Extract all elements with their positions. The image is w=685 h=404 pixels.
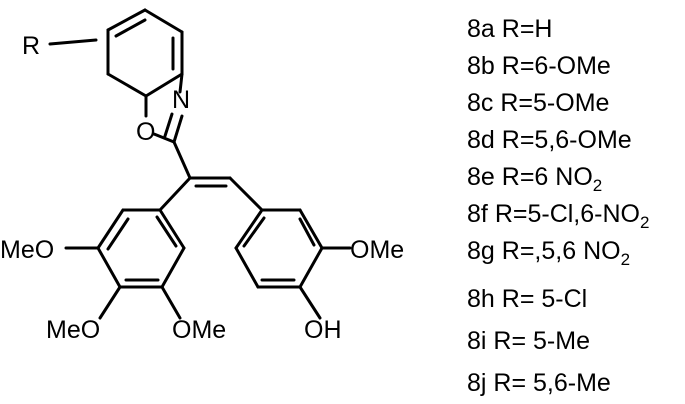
bond [298,217,316,247]
bond [155,215,178,248]
compound-entry: 8d R=5,6-OMe [467,126,632,154]
bond [163,112,174,138]
bond [96,208,125,250]
bond [298,208,324,250]
bond [106,72,148,98]
bond [96,246,122,289]
methoxy-right-label: OMe [350,236,404,264]
compound-legend: 8a R=H 8b R=6-OMe 8c R=5-OMe 8d R=5,6-OM… [467,15,649,397]
bond [48,38,98,46]
bond [228,176,264,212]
compound-entry: 8g R=,5,6 NO2 [467,237,630,269]
compound-entry: 8a R=H [467,15,552,43]
bond [158,208,186,250]
bond [106,8,147,32]
bond [242,216,266,248]
bond [298,246,324,289]
bond [172,114,184,144]
bond [160,285,182,320]
oxygen-label: O [136,118,155,146]
hydroxyl-label: OH [304,316,342,344]
bond [298,285,322,320]
bond [234,246,260,289]
bond [144,72,184,98]
bond [114,18,147,38]
bond [98,285,122,320]
bond [160,246,186,289]
compound-entry: 8j R= 5,6-Me [467,369,611,397]
substituent-r-label: R [22,32,40,60]
compound-entry: 8e R=6 NO2 [467,163,602,195]
compound-entry: 8i R= 5-Me [467,327,590,355]
methoxy-left-label: MeO [0,236,54,264]
atom-labels: R N O MeO MeO OMe OMe OH [0,32,404,344]
compound-entry: 8h R= 5-Cl [467,285,587,313]
methoxy-bottom-left-label: MeO [46,316,100,344]
nitrogen-label: N [172,86,190,114]
bond [172,140,192,180]
compound-entry: 8f R=5-Cl,6-NO2 [467,200,649,232]
methoxy-bottom-mid-label: OMe [172,316,226,344]
bond [152,132,176,144]
bond [158,176,192,212]
molecule-bonds [48,8,352,320]
compound-entry: 8b R=6-OMe [467,52,611,80]
bond [234,208,264,250]
bond [178,72,184,94]
compound-entry: 8c R=5-OMe [467,89,609,117]
bond [143,8,184,34]
bond [106,217,130,251]
